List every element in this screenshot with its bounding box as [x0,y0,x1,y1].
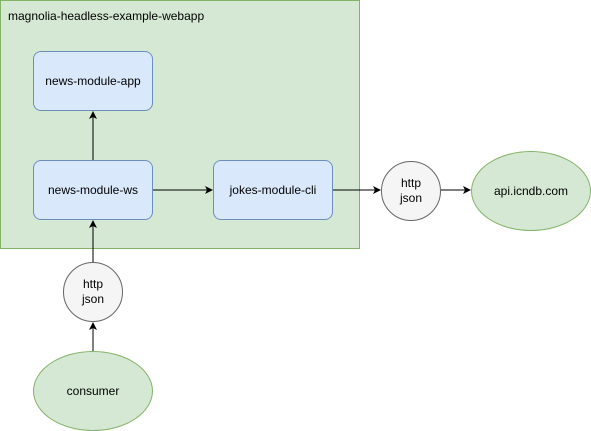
news-module-app-label: news-module-app [45,74,141,88]
jokes-module-cli-node: jokes-module-cli [213,160,333,220]
http-json-right-line2: json [399,191,422,205]
webapp-container-title: magnolia-headless-example-webapp [8,9,205,23]
api-label: api.icndb.com [493,184,569,198]
api-node: api.icndb.com [471,151,591,231]
news-module-ws-label: news-module-ws [47,183,139,197]
jokes-module-cli-label: jokes-module-cli [229,183,317,197]
consumer-label: consumer [66,384,120,398]
news-module-app-node: news-module-app [33,51,153,111]
http-json-bottom-line2: json [81,292,104,306]
http-json-bottom-node: http json [63,262,123,322]
http-json-right-node: http json [381,161,441,221]
http-json-bottom-line1: http [82,277,103,291]
http-json-right-line1: http [400,176,421,190]
news-module-ws-node: news-module-ws [33,160,153,220]
consumer-node: consumer [33,351,153,431]
